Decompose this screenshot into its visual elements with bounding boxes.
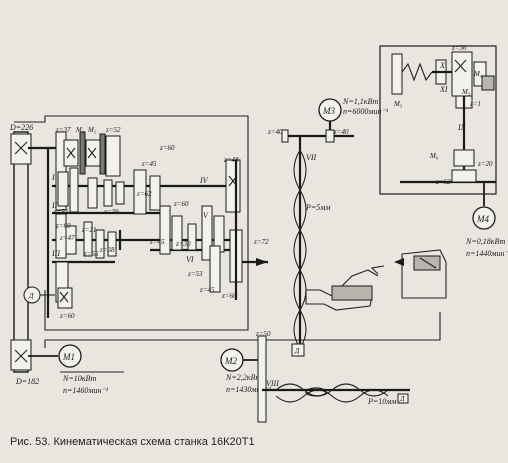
gear-z20: z=20 [477,160,493,168]
gear-z47: z=47 [59,234,75,242]
motor-m4: M4 N=0,18кВт n=1440мин⁻¹ [465,182,508,258]
figure-caption: Рис. 53. Кинематическая схема станка 16К… [10,436,255,448]
gear-z39: z=39 [103,208,119,216]
shaft-labels: I II III IV V VI VII VIII IX X XI [51,61,467,388]
motor-m2-label: M2 [224,356,237,366]
gear-z50: z=50 [255,330,271,338]
motor-m3-power: N=1,1кВт [342,97,378,106]
gear-z60a: z=60 [55,222,71,230]
shaft-label-4: IV [199,176,209,185]
shaft-label-9: IX [457,123,467,132]
gear-z55: z=55 [83,250,99,258]
gear-z60c: z=60 [159,144,175,152]
belt-drive: D=226 D=182 [9,123,39,386]
gear-z45b: z=45 [149,238,165,246]
shaft-label-5: V [203,211,209,220]
shaft-label-11: XI [439,85,448,94]
sensor-label-feed: Д [399,395,405,403]
clutch-m5-label: M₅ [393,100,403,108]
gear-z30: z=30 [175,240,191,248]
motor-m4-power: N=0,18кВт [465,237,505,246]
gear-z21: z=21 [81,226,96,234]
motor-m4-speed: n=1440мин⁻¹ [466,249,508,258]
shaft-label-8: VIII [266,379,279,388]
pulley-bottom-label: D=182 [15,377,39,386]
gear-z60d: z=60 [173,200,189,208]
clutch-m2-label: M₂ [87,126,97,134]
turret-gearbox [379,45,497,195]
shaft-1-gears [55,131,125,213]
sensor-label-left: Д [28,292,34,300]
clutch-m1-label: M₁ [75,126,84,134]
motor-m1-power: N=10кВт [62,374,96,383]
gear-z53: z=53 [187,270,203,278]
gear-z36: z=36 [451,44,467,52]
clutch-m6-label: M₆ [429,152,439,160]
motor-m3-speed: n=6000мин⁻¹ [343,107,389,116]
motor-m2-power: N=2,2кВт [225,373,261,382]
gear-z62b: z=62 [435,178,451,186]
gear-z38: z=38 [99,246,115,254]
shaft-label-7: VII [306,153,317,162]
shaft-4-5-gears [133,159,268,300]
screw-pitch-longitudinal: P=10мм [367,397,397,406]
gear-z72: z=72 [253,238,269,246]
carriage-turret [305,265,385,311]
motor-m3-label: M3 [322,106,335,116]
gear-z48: z=48 [223,156,239,164]
gear-z45a: z=45 [141,160,157,168]
gear-labels: z=37 M₁ z=52 M₂ z=51 z=39 z=47 z=60 z=21… [53,44,493,338]
sensor-label-cross: Д [294,347,300,355]
gear-z60b: z=60 [59,312,75,320]
gear-z45c: z=45 [199,286,215,294]
gear-z60e: z=60 [221,292,237,300]
screw-pitch-cross: P=5мм [305,203,331,212]
headstock-housing [14,115,441,348]
gear-z52: z=52 [105,126,121,134]
spindle-sensor: Д [23,286,55,304]
shaft-label-1: I [51,173,55,182]
gear-z51: z=51 [53,208,68,216]
clutch-m3-label: M₃ [461,88,471,96]
shaft-label-3: III [51,249,60,258]
shaft-2-3-gears [55,213,117,309]
gear-z40b: z=40 [333,128,349,136]
motor-m2: M2 N=2,2кВт n=1430мин⁻¹ Д [220,335,410,423]
motor-m2-speed: n=1430мин⁻¹ [226,385,272,394]
gear-z37: z=37 [55,126,71,134]
shaft-label-6: VI [186,255,194,264]
pulley-top-label: D=226 [9,123,33,132]
shaft-label-2: II [51,201,58,210]
motor-m3: M3 N=1,1кВт n=6000мин⁻¹ Д [281,97,389,357]
tailstock [394,249,447,299]
motor-m1-speed: n=1460мин⁻¹ [63,386,109,395]
motor-m4-label: M4 [476,214,489,224]
gear-z62: z=62 [136,190,152,198]
motor-m1: M1 N=10кВт n=1460мин⁻¹ [28,344,124,395]
gear-z1: z=1 [469,100,481,108]
clutch-m4-label: M₄ [473,70,483,78]
gear-z40a: z=40 [267,128,283,136]
motor-m1-label: M1 [62,352,75,362]
shaft-label-10: X [439,61,446,70]
